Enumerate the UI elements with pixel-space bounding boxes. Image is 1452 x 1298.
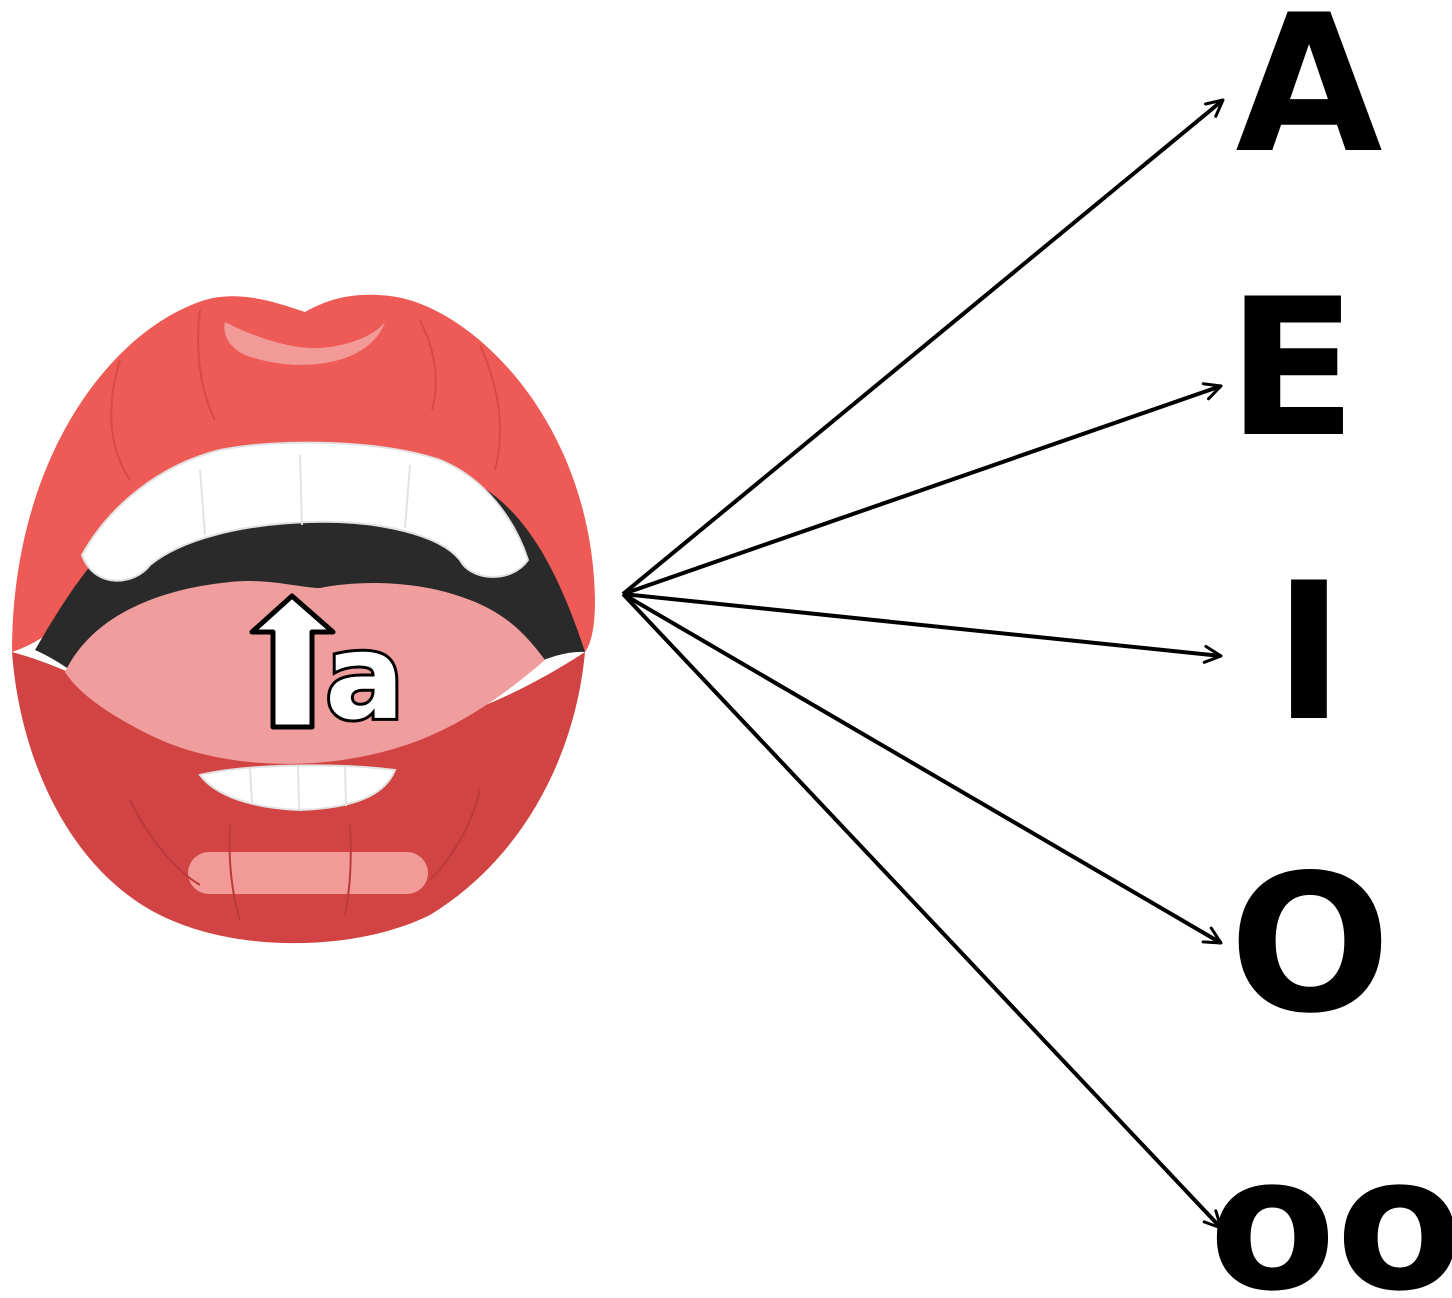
lower-lip-highlight bbox=[188, 852, 428, 894]
mouth-illustration: a bbox=[12, 294, 595, 944]
arrow-up-icon bbox=[249, 593, 336, 730]
arrow-to-e bbox=[622, 382, 1223, 596]
vowel-oo: oo bbox=[1209, 1116, 1452, 1298]
vowel-i: I bbox=[1274, 542, 1345, 763]
vowel-a: A bbox=[1235, 0, 1382, 195]
mouth-label: a bbox=[325, 608, 405, 746]
arrow-to-o bbox=[621, 592, 1223, 945]
arrow-to-a bbox=[621, 98, 1225, 596]
upper-teeth bbox=[80, 441, 530, 582]
arrows bbox=[621, 98, 1225, 1230]
vowel-e: E bbox=[1227, 258, 1357, 479]
arrow-to-i bbox=[622, 592, 1223, 664]
vowel-o: O bbox=[1229, 834, 1391, 1055]
arrow-to-oo bbox=[621, 592, 1223, 1230]
vowel-labels: A E I O oo bbox=[1209, 0, 1452, 1298]
upper-lip-highlight bbox=[224, 322, 385, 365]
